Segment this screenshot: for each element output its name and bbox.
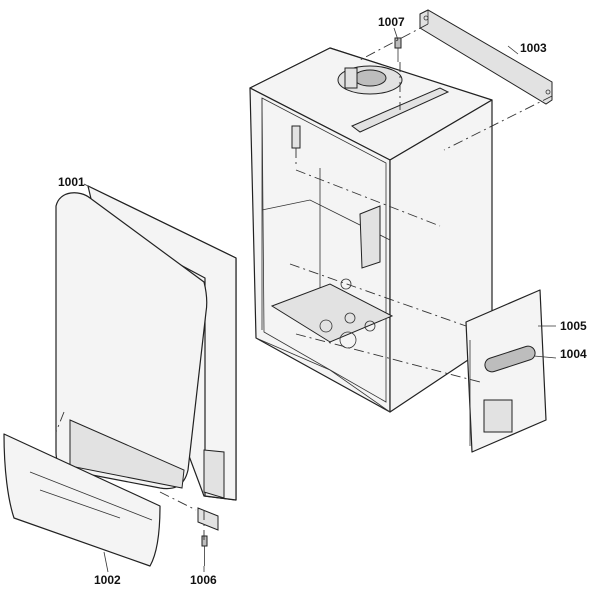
- part-1006-screw: [197, 507, 219, 566]
- label-1006: 1006: [190, 573, 217, 587]
- label-1001: 1001: [58, 175, 85, 189]
- leader-lines: [83, 27, 557, 573]
- label-1005: 1005: [560, 319, 587, 333]
- label-1002: 1002: [94, 573, 121, 587]
- part-1005-side-panel: [465, 289, 547, 453]
- label-1004: 1004: [560, 347, 587, 361]
- part-1001-front-panel: [55, 185, 237, 501]
- assembly-lines: [55, 23, 553, 540]
- part-1002-front-cover: [3, 433, 161, 567]
- appliance-casing: [249, 47, 493, 413]
- part-1007-screw: [394, 37, 402, 62]
- label-1003: 1003: [520, 41, 547, 55]
- label-1007: 1007: [378, 15, 405, 29]
- part-1004-handle: [484, 345, 536, 373]
